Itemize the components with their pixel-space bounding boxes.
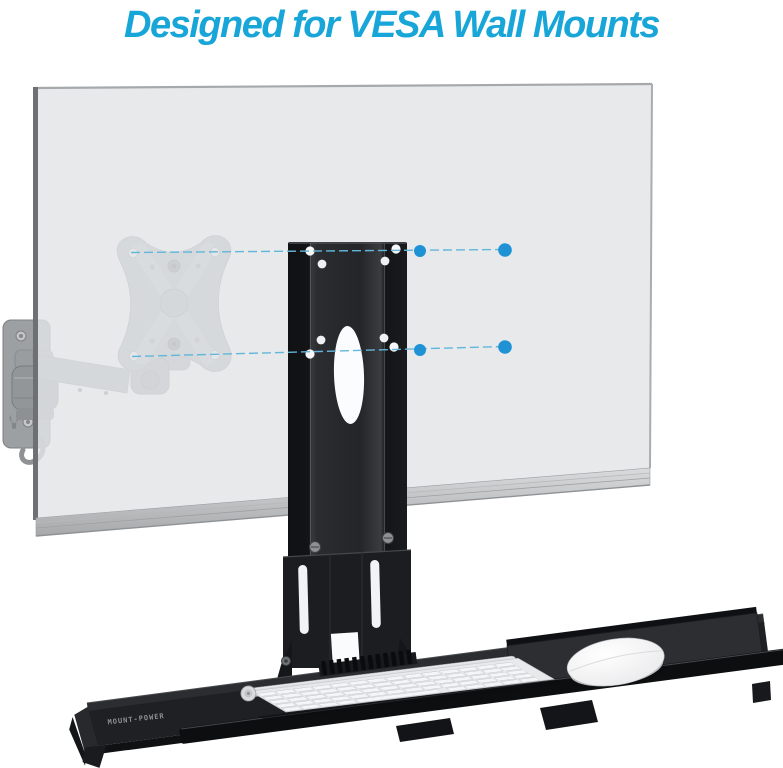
ratchet-teeth — [318, 649, 418, 677]
bracket-hole — [391, 244, 401, 254]
monitor-top-edge — [34, 82, 653, 90]
monitor-right-edge — [649, 83, 653, 469]
tray-foot — [540, 700, 598, 730]
keyboard-keys — [256, 662, 541, 712]
height-slot-right — [370, 559, 381, 628]
bracket-hole — [317, 259, 327, 269]
alignment-line-top — [130, 248, 506, 254]
alignment-dot — [498, 340, 512, 354]
bracket-column — [288, 242, 407, 558]
mouse — [566, 637, 668, 688]
bracket-hole — [305, 246, 315, 256]
bracket-hole — [305, 349, 315, 359]
alignment-dot — [498, 243, 512, 257]
bracket-hole — [316, 335, 326, 345]
tray-tab — [752, 681, 771, 703]
mouse-body — [566, 637, 665, 687]
keyboard — [240, 655, 566, 721]
alignment-dot — [414, 245, 426, 257]
monitor-left-edge — [33, 87, 38, 520]
bracket-hole — [389, 342, 399, 352]
alignment-dot — [414, 344, 426, 356]
alignment-annotation — [130, 243, 512, 358]
page-title: Designed for VESA Wall Mounts — [124, 4, 661, 46]
alignment-line-bottom — [131, 345, 506, 358]
tray-left-cap — [69, 717, 86, 766]
tray-foot — [396, 718, 454, 742]
lower-bracket — [268, 549, 414, 699]
height-slot-left — [298, 564, 309, 634]
bracket-hole — [379, 333, 389, 343]
bracket-hole — [380, 256, 390, 266]
